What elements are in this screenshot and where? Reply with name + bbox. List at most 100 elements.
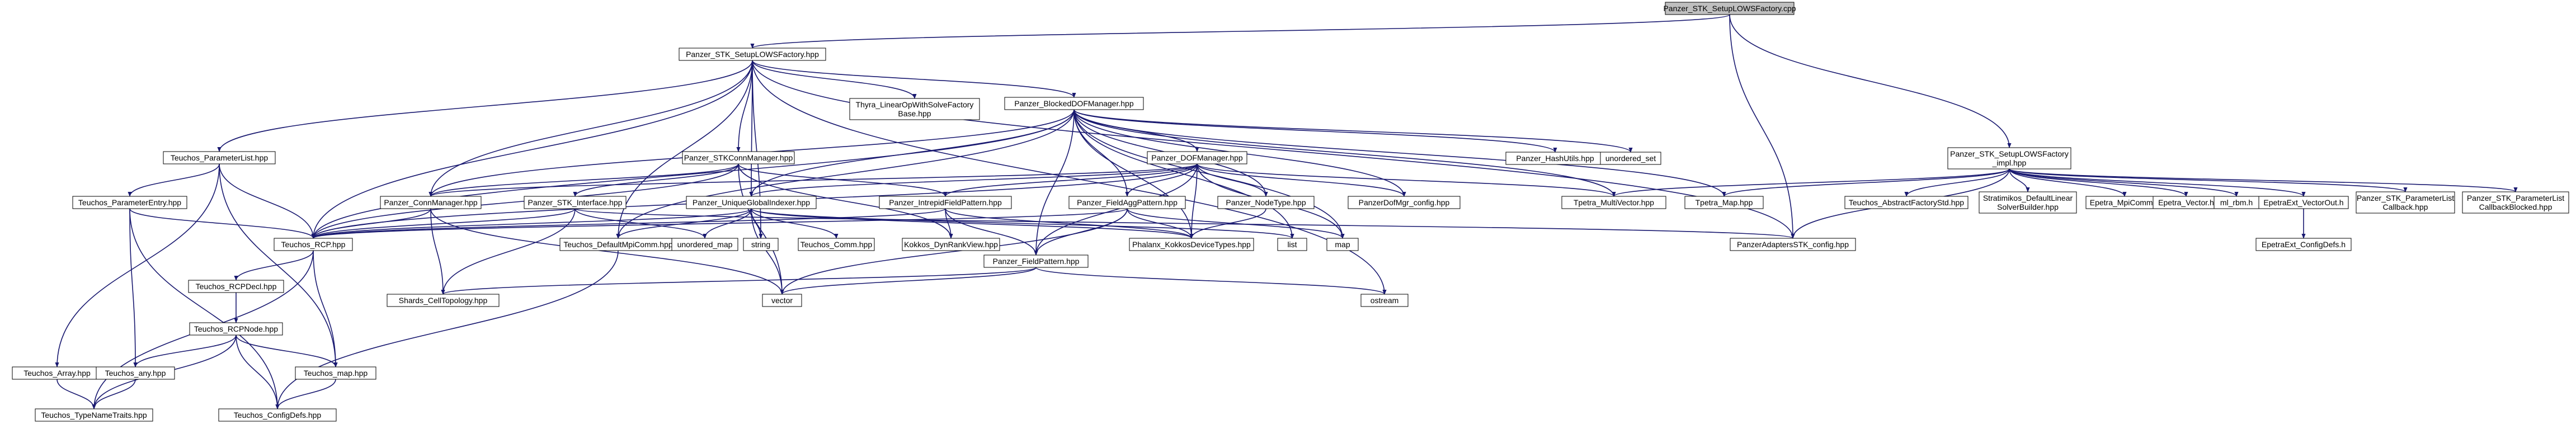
node-teuchos_any[interactable]: Teuchos_any.hpp [96,366,175,380]
node-lows_hpp[interactable]: Panzer_STK_SetupLOWSFactory.hpp [679,48,826,61]
node-box-unordered_set[interactable] [1600,152,1661,165]
node-box-unordered_map[interactable] [671,238,738,251]
node-box-root[interactable] [1665,2,1795,15]
node-box-dof_mgr[interactable] [1147,151,1247,164]
node-unordered_map[interactable]: unordered_map [671,238,738,251]
node-box-list[interactable] [1277,238,1307,251]
node-rcp_decl[interactable]: Teuchos_RCPDecl.hpp [188,280,284,293]
node-phalanx_kokkos[interactable]: Phalanx_KokkosDeviceTypes.hpp [1129,238,1254,251]
edge-default_mpi-to-config_defs [275,250,619,409]
node-dofmgr_config[interactable]: PanzerDofMgr_config.hpp [1348,196,1461,209]
node-tpetra_mv[interactable]: Tpetra_MultiVector.hpp [1561,196,1666,209]
node-box-lows_impl[interactable] [1947,147,2071,169]
node-box-stk_plist_cb[interactable] [2356,191,2455,214]
node-field_agg[interactable]: Panzer_FieldAggPattern.hpp [1068,196,1186,209]
node-epetra_mpi[interactable]: Epetra_MpiComm.h [2085,196,2164,209]
node-teuchos_comm[interactable]: Teuchos_Comm.hpp [798,238,875,251]
node-stk_plist_cbb[interactable]: Panzer_STK_ParameterListCallbackBlocked.… [2462,191,2569,214]
node-teuchos_map[interactable]: Teuchos_map.hpp [295,366,376,380]
node-teuchos_array[interactable]: Teuchos_Array.hpp [12,366,102,380]
node-blocked_dof[interactable]: Panzer_BlockedDOFManager.hpp [1004,97,1144,110]
node-list[interactable]: list [1277,238,1307,251]
node-epetraext_vo[interactable]: EpetraExt_VectorOut.h [2258,196,2349,209]
node-box-epetraext_cfg[interactable] [2255,238,2352,251]
node-label-teuchos_any: Teuchos_any.hpp [105,369,166,378]
node-box-blocked_dof[interactable] [1004,97,1144,110]
node-box-stk_plist_cbb[interactable] [2462,191,2569,214]
node-lows_impl[interactable]: Panzer_STK_SetupLOWSFactory_impl.hpp [1947,147,2071,169]
node-box-type_name[interactable] [35,408,153,422]
node-box-shards[interactable] [387,294,500,307]
node-label-blocked_dof: Panzer_BlockedDOFManager.hpp [1014,99,1133,108]
node-box-strat_default[interactable] [1979,191,2077,214]
node-conn_mgr[interactable]: Panzer_ConnManager.hpp [380,196,482,209]
node-box-tpetra_mv[interactable] [1561,196,1666,209]
node-box-thyra_lin[interactable] [849,98,980,120]
node-box-string[interactable] [743,238,779,251]
node-adapters_cfg[interactable]: PanzerAdaptersSTK_config.hpp [1730,238,1856,251]
node-box-teuchos_any[interactable] [96,366,175,380]
node-stk_iface[interactable]: Panzer_STK_Interface.hpp [524,196,627,209]
node-tpetra_map[interactable]: Tpetra_Map.hpp [1684,196,1764,209]
node-field_pattern[interactable]: Panzer_FieldPattern.hpp [983,255,1089,268]
node-box-rcp_decl[interactable] [188,280,284,293]
node-abstract_factory[interactable]: Teuchos_AbstractFactoryStd.hpp [1844,196,1969,209]
node-teuchos_pentry[interactable]: Teuchos_ParameterEntry.hpp [72,196,187,209]
node-box-intrepid_fp[interactable] [879,196,1012,209]
node-rcp_node[interactable]: Teuchos_RCPNode.hpp [189,322,283,336]
node-stk_conn[interactable]: Panzer_STKConnManager.hpp [682,151,795,164]
node-box-teuchos_pentry[interactable] [72,196,187,209]
node-ostream[interactable]: ostream [1360,294,1409,307]
node-box-field_agg[interactable] [1068,196,1186,209]
node-box-phalanx_kokkos[interactable] [1129,238,1254,251]
node-node_type[interactable]: Panzer_NodeType.hpp [1217,196,1315,209]
node-intrepid_fp[interactable]: Panzer_IntrepidFieldPattern.hpp [879,196,1012,209]
node-box-teuchos_comm[interactable] [798,238,875,251]
node-box-tpetra_map[interactable] [1684,196,1764,209]
node-box-vector[interactable] [762,294,802,307]
node-box-dofmgr_config[interactable] [1348,196,1461,209]
node-box-conn_mgr[interactable] [380,196,482,209]
node-unordered_set[interactable]: unordered_set [1600,152,1661,165]
node-label-string: string [751,240,770,249]
node-type_name[interactable]: Teuchos_TypeNameTraits.hpp [35,408,153,422]
node-kokkos_dyn[interactable]: Kokkos_DynRankView.hpp [902,238,1000,251]
node-map[interactable]: map [1326,238,1359,251]
node-box-field_pattern[interactable] [983,255,1089,268]
node-strat_default[interactable]: Stratimikos_DefaultLinearSolverBuilder.h… [1979,191,2077,214]
node-box-stk_conn[interactable] [682,151,795,164]
node-box-config_defs[interactable] [218,408,337,422]
node-dof_mgr[interactable]: Panzer_DOFManager.hpp [1147,151,1247,164]
node-teuchos_plist[interactable]: Teuchos_ParameterList.hpp [163,151,276,164]
node-box-abstract_factory[interactable] [1844,196,1969,209]
node-epetra_vec[interactable]: Epetra_Vector.h [2153,196,2220,209]
node-box-teuchos_plist[interactable] [163,151,276,164]
node-hash_utils[interactable]: Panzer_HashUtils.hpp [1505,152,1605,165]
node-box-teuchos_map[interactable] [295,366,376,380]
node-box-ugi[interactable] [686,196,817,209]
node-epetraext_cfg[interactable]: EpetraExt_ConfigDefs.h [2255,238,2352,251]
node-default_mpi[interactable]: Teuchos_DefaultMpiComm.hpp [559,238,677,251]
node-ml_rbm[interactable]: ml_rbm.h [2214,196,2259,209]
edge-lows_impl-to-stk_plist_cb [2009,168,2408,192]
node-box-map[interactable] [1326,238,1359,251]
node-box-teuchos_rcp[interactable] [274,238,353,251]
edge-field_pattern-to-shards [441,267,1037,295]
node-root[interactable]: Panzer_STK_SetupLOWSFactory.cpp [1663,2,1796,15]
node-box-epetraext_vo[interactable] [2258,196,2349,209]
node-box-stk_iface[interactable] [524,196,627,209]
node-string[interactable]: string [743,238,779,251]
node-config_defs[interactable]: Teuchos_ConfigDefs.hpp [218,408,337,422]
node-vector[interactable]: vector [762,294,802,307]
node-shards[interactable]: Shards_CellTopology.hpp [387,294,500,307]
node-box-ostream[interactable] [1360,294,1409,307]
node-box-node_type[interactable] [1217,196,1315,209]
node-teuchos_rcp[interactable]: Teuchos_RCP.hpp [274,238,353,251]
node-box-adapters_cfg[interactable] [1730,238,1856,251]
node-box-lows_hpp[interactable] [679,48,826,61]
node-ugi[interactable]: Panzer_UniqueGlobalIndexer.hpp [686,196,817,209]
node-box-kokkos_dyn[interactable] [902,238,1000,251]
node-box-rcp_node[interactable] [189,322,283,336]
